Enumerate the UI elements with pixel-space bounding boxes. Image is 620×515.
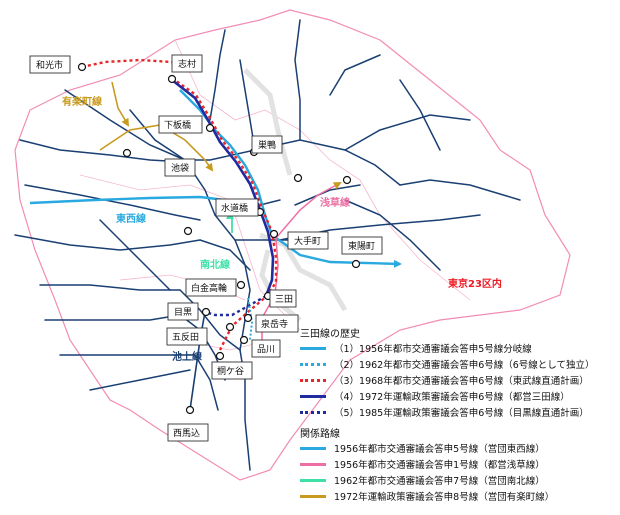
- mita-1968-plan-main: [171, 77, 278, 351]
- legend-related: 関係路線 1956年都市交通審議会答申5号線（営団東西線）1956年都市交通審議…: [300, 425, 554, 504]
- station-sugamo: 巣鴨: [258, 139, 276, 151]
- legend-related-text: 1956年都市交通審議会答申5号線（営団東西線）: [334, 444, 545, 455]
- label-yurakucho: 有楽町線: [62, 95, 102, 108]
- legend-history-list: （1）1956年都市交通審議会答申5号線分岐線 （2）1962年都市交通審議会答申…: [300, 340, 595, 420]
- station-shinagawa: 品川: [257, 344, 275, 355]
- legend-related-title: 関係路線: [300, 429, 340, 440]
- station-otemachi: 大手町: [294, 235, 321, 247]
- station-mita: 三田: [275, 294, 293, 305]
- mita-1985-plan: [204, 294, 267, 317]
- legend-related-swatch: [300, 446, 326, 450]
- legend-history-title: 三田線の歴史: [300, 329, 360, 340]
- station-kirigaya: 桐ケ谷: [217, 365, 244, 377]
- legend-history-item: （5）1985年運輸政策審議会答申6号線（目黒線直通計画）: [300, 404, 595, 420]
- station-shirokanetakanawa: 白金高輪: [191, 282, 227, 294]
- station-higashiyocho: 東陽町: [348, 240, 375, 252]
- station-nishimagome: 西馬込: [173, 428, 200, 439]
- ikegami-line: [189, 311, 206, 411]
- label-tozai: 東西線: [116, 212, 146, 225]
- mita-1968-plan: [81, 58, 180, 73]
- label-ikegami: 池上線: [172, 350, 202, 363]
- label-tokyo23: 東京23区内: [448, 277, 502, 290]
- station-sengakuji: 泉岳寺: [261, 318, 288, 330]
- legend-history-swatch: [300, 378, 326, 382]
- mita-1962-plan: [247, 297, 254, 341]
- legend-history-text: （5）1985年運輸政策審議会答申6号線（目黒線直通計画）: [334, 408, 589, 419]
- legend-related-swatch: [300, 478, 326, 482]
- legend-history-swatch: [300, 410, 326, 414]
- station-suidobashi: 水道橋: [221, 202, 248, 214]
- mita-1972-line: [171, 78, 275, 297]
- station-markers: [77, 62, 361, 415]
- legend-related-text: 1962年都市交通審議会答申7号線（営団南北線）: [334, 476, 545, 487]
- legend-history-item: （1）1956年都市交通審議会答申5号線分岐線: [300, 340, 595, 356]
- legend-history-swatch: [300, 362, 326, 366]
- legend-history-text: （4）1972年運輸政策審議会答申6号線（都営三田線）: [334, 392, 570, 403]
- legend-related-item: 1962年都市交通審議会答申7号線（営団南北線）: [300, 472, 554, 488]
- legend-history-item: （2）1962年都市交通審議会答申6号線（6号線として独立）: [300, 356, 595, 372]
- station-ikebukuro: 池袋: [171, 162, 189, 174]
- legend-related-item: 1956年都市交通審議会答申5号線（営団東西線）: [300, 440, 554, 456]
- legend-history-text: （1）1956年都市交通審議会答申5号線分岐線: [334, 344, 532, 355]
- station-gotanda: 五反田: [172, 332, 199, 343]
- legend-history-text: （3）1968年都市交通審議会答申6号線（東武線直通計画）: [334, 376, 589, 387]
- legend-history: 三田線の歴史 （1）1956年都市交通審議会答申5号線分岐線 （2）1962年都市…: [300, 325, 595, 420]
- legend-related-item: 1972年運輸政策審議会答申8号線（営団有楽町線）: [300, 488, 554, 504]
- legend-related-item: 1956年都市交通審議会答申1号線（都営浅草線）: [300, 456, 554, 472]
- legend-related-text: 1972年運輸政策審議会答申8号線（営団有楽町線）: [334, 492, 555, 503]
- legend-related-swatch: [300, 494, 326, 498]
- legend-history-item: （4）1972年運輸政策審議会答申6号線（都営三田線）: [300, 388, 595, 404]
- tokyo23-border: [14, 9, 571, 481]
- legend-history-swatch: [300, 346, 326, 350]
- rail-network: [14, 19, 521, 471]
- legend-related-text: 1956年都市交通審議会答申1号線（都営浅草線）: [334, 460, 545, 471]
- legend-history-text: （2）1962年都市交通審議会答申6号線（6号線として独立）: [334, 360, 595, 371]
- label-nanboku: 南北線: [200, 258, 230, 271]
- legend-history-item: （3）1968年都市交通審議会答申6号線（東武線直通計画）: [300, 372, 595, 388]
- station-wakoshi: 和光市: [36, 59, 63, 71]
- station-label-boxes: [29, 54, 383, 442]
- label-asakusa: 浅草線: [320, 196, 350, 209]
- legend-related-list: 1956年都市交通審議会答申5号線（営団東西線） 1956年都市交通審議会答申1号…: [300, 440, 554, 504]
- station-shimura: 志村: [178, 58, 196, 70]
- legend-related-swatch: [300, 462, 326, 466]
- station-meguro: 目黒: [174, 307, 192, 318]
- station-shimoitabashi: 下板橋: [164, 119, 191, 131]
- legend-history-swatch: [300, 394, 326, 398]
